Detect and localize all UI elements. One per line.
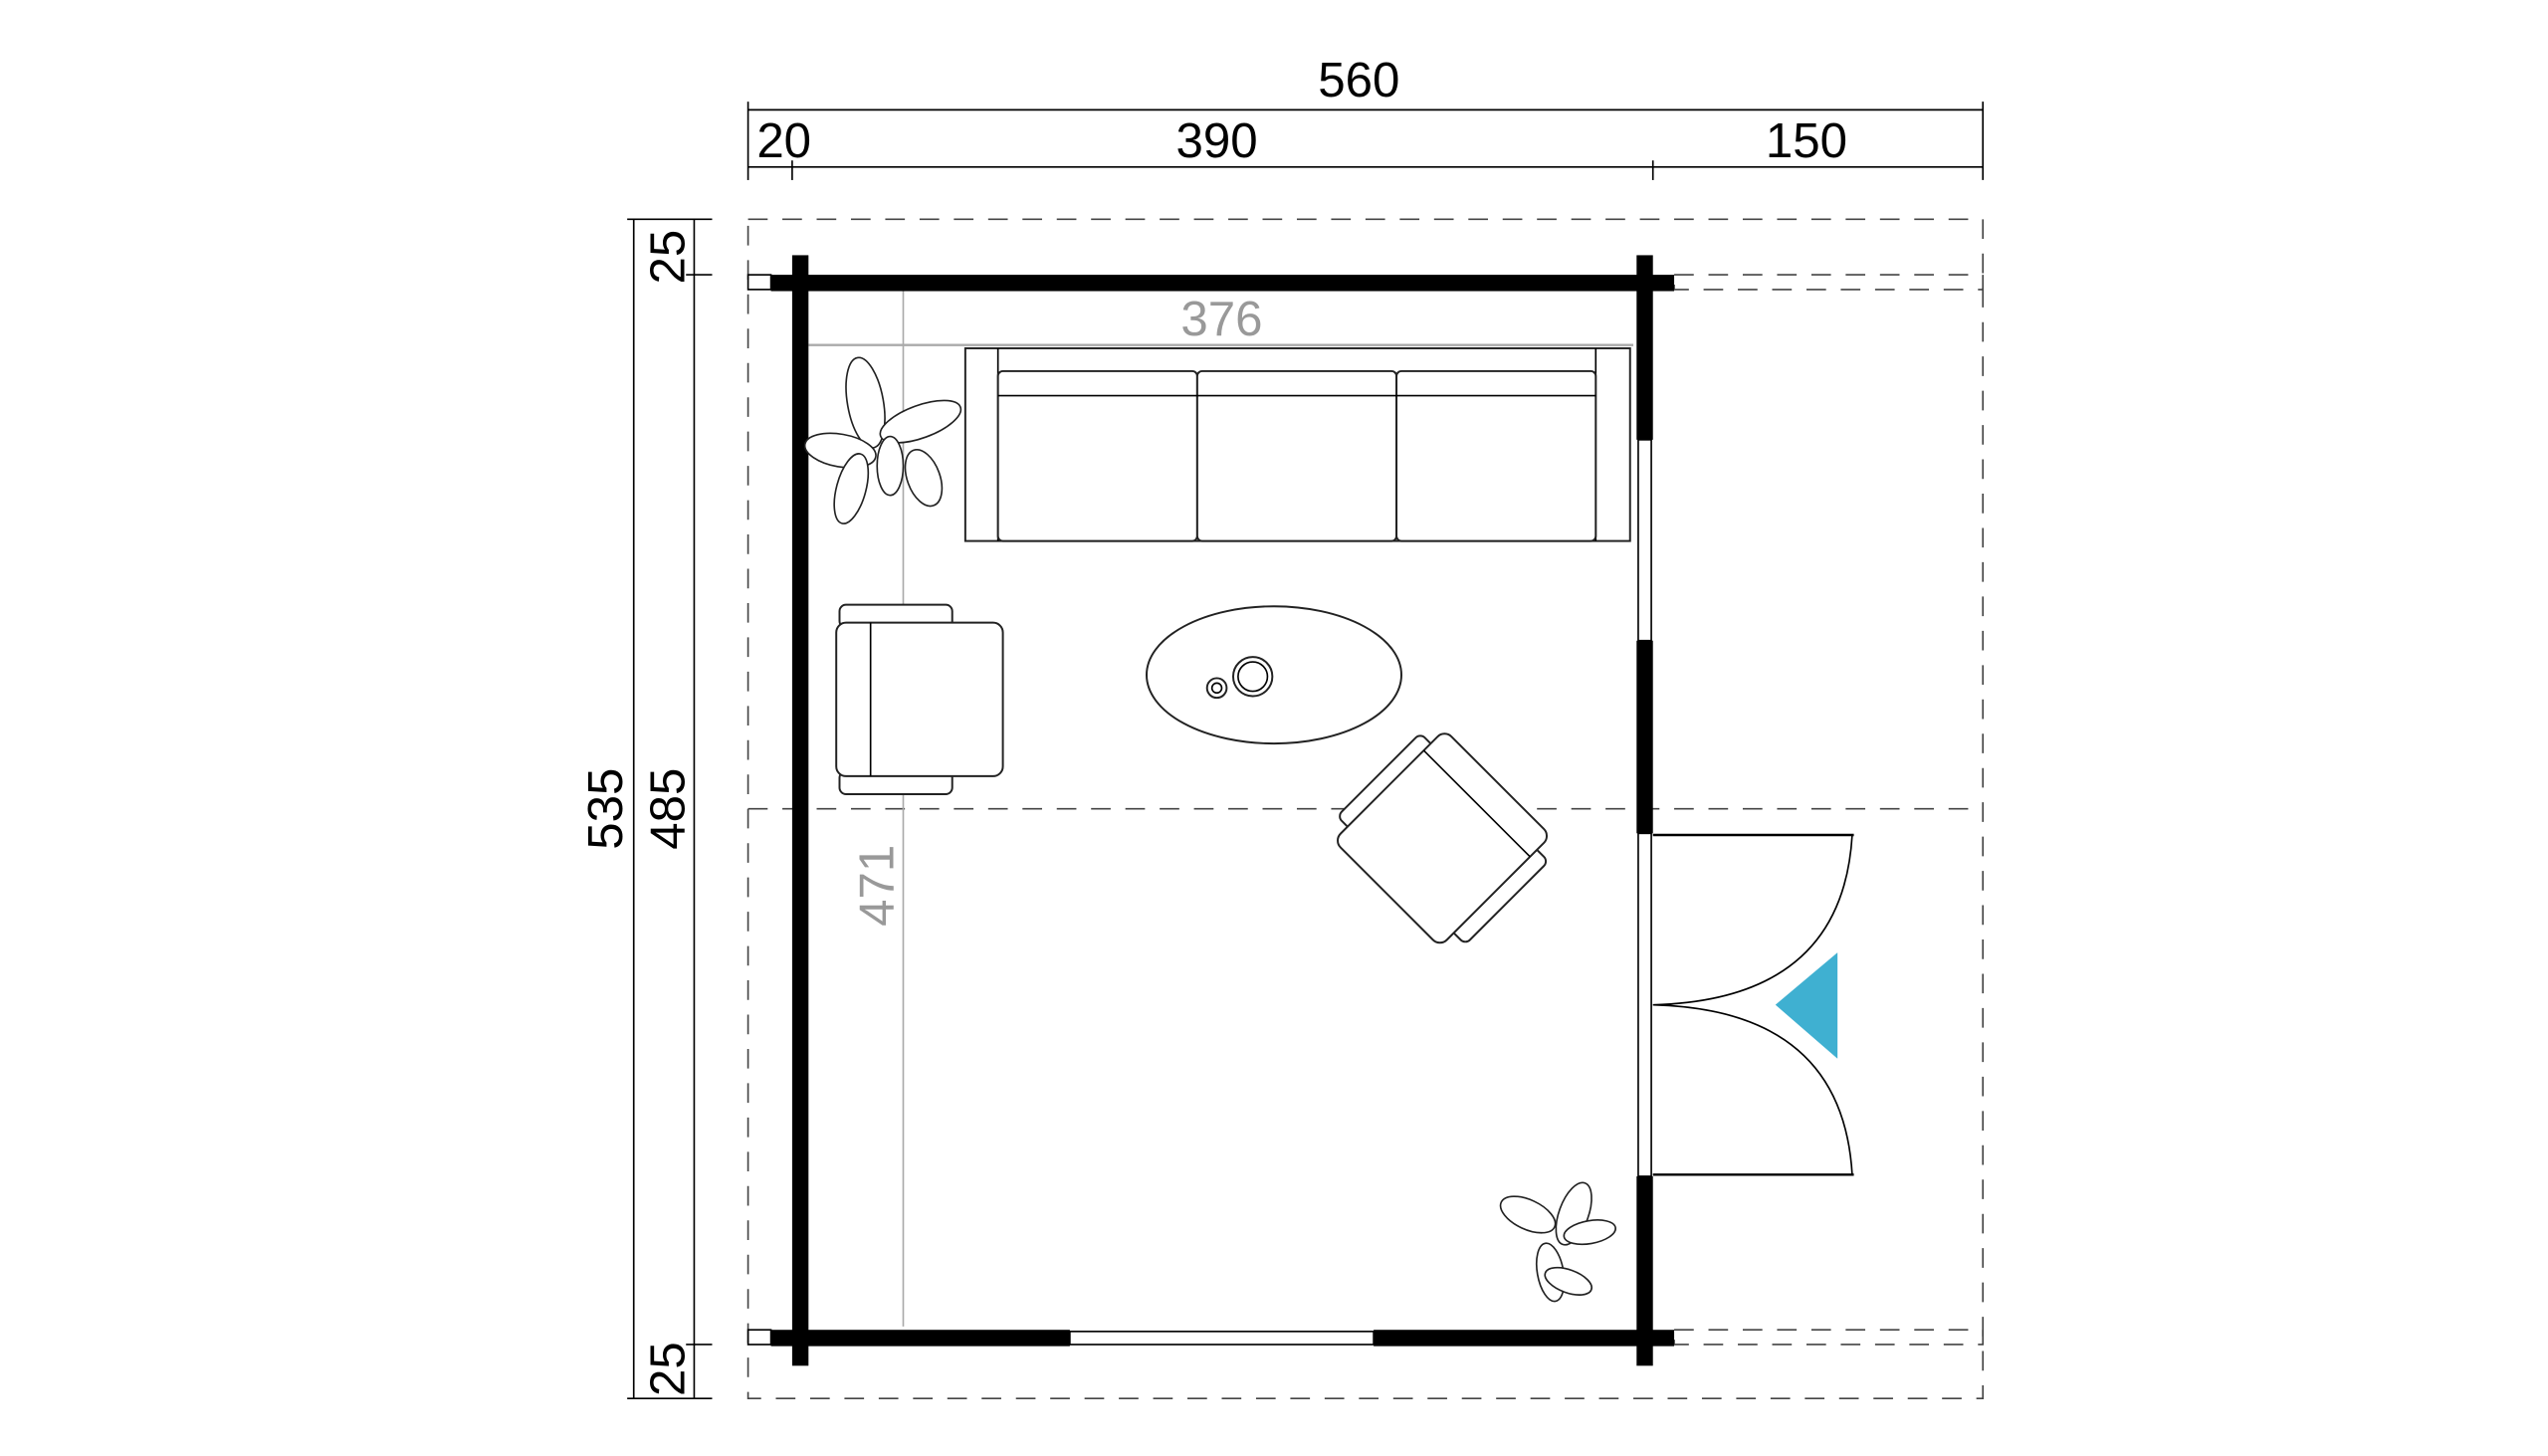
total-depth-label: 535 bbox=[578, 768, 633, 850]
entrance-arrow-icon bbox=[1775, 952, 1838, 1059]
bottom-overhang-label: 25 bbox=[641, 1342, 696, 1396]
armchair-icon bbox=[835, 603, 1004, 795]
walls bbox=[770, 255, 1675, 1366]
beam-end-top bbox=[746, 274, 772, 291]
left-segment-label: 20 bbox=[756, 113, 811, 168]
plant-icon bbox=[1499, 1181, 1616, 1303]
inner-depth-label: 485 bbox=[641, 768, 696, 850]
terrace-beam-bottom bbox=[1673, 1329, 1985, 1346]
double-door[interactable] bbox=[1652, 833, 1854, 1176]
interior-depth-label: 471 bbox=[850, 845, 905, 927]
beam-end-bottom bbox=[746, 1329, 772, 1346]
interior-width-label: 376 bbox=[1180, 292, 1262, 346]
door-frame bbox=[1637, 832, 1652, 1177]
sofa-icon bbox=[963, 346, 1631, 542]
right-segment-label: 150 bbox=[1766, 113, 1847, 168]
armchair-icon bbox=[1337, 732, 1549, 944]
top-overhang-label: 25 bbox=[641, 230, 696, 285]
side-window bbox=[1637, 439, 1652, 642]
coffee-table-icon bbox=[1146, 605, 1402, 745]
bottom-window bbox=[1069, 1331, 1375, 1346]
left-dimensions: 25 485 25 535 bbox=[578, 218, 713, 1399]
plant-icon bbox=[803, 356, 962, 524]
top-dimensions: 560 20 390 150 bbox=[746, 53, 1985, 180]
interior-dimensions: 376 471 bbox=[808, 291, 1634, 1327]
total-width-label: 560 bbox=[1318, 53, 1399, 107]
middle-segment-label: 390 bbox=[1176, 113, 1258, 168]
terrace-beam-top bbox=[1673, 274, 1985, 291]
